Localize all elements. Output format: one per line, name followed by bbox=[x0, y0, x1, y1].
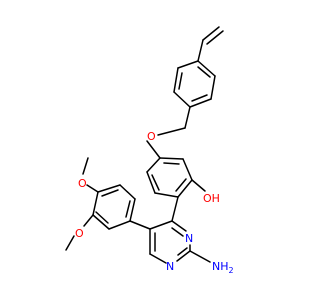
methoxy-lower-oxygen-label: O bbox=[75, 227, 84, 240]
pyrimidine-n3-label: N bbox=[185, 232, 193, 245]
ring-left-inner-bond bbox=[125, 200, 131, 218]
pyrimidine-inner-bond bbox=[171, 227, 184, 237]
methoxy-lower-methyl-bond bbox=[65, 235, 75, 251]
ring-left-inner-bond bbox=[101, 189, 119, 197]
ring-mid-bond bbox=[146, 157, 161, 173]
pyrimidine-bond bbox=[149, 253, 167, 264]
amine-bond bbox=[189, 250, 211, 263]
structure-diagram: O OH O O N N NH2 bbox=[65, 26, 234, 275]
methoxy-upper-oxygen-label: O bbox=[78, 177, 87, 190]
pyrimidine-inner-bond bbox=[177, 247, 188, 256]
ring-left-bond bbox=[97, 184, 121, 193]
biaryl-bond bbox=[171, 196, 179, 222]
ring-left-inner-bond bbox=[95, 211, 109, 224]
ring-mid-inner-bond bbox=[175, 178, 187, 192]
vinyl-double-bond bbox=[202, 26, 220, 41]
ring-left-bond bbox=[108, 220, 131, 230]
hydroxyl-bond bbox=[191, 179, 206, 192]
ring-left-bond bbox=[92, 214, 110, 230]
ring-top-bond bbox=[177, 60, 199, 69]
ring-top-bond bbox=[189, 98, 212, 108]
ring-top-inner-bond bbox=[178, 72, 183, 90]
methoxy-upper-methyl-bond bbox=[82, 157, 89, 175]
pyrimidine-bond bbox=[176, 250, 191, 262]
molecule-canvas: O OH O O N N NH2 bbox=[65, 26, 234, 275]
vinyl-single-bond bbox=[197, 39, 204, 62]
ring-top-inner-bond bbox=[197, 66, 211, 78]
ring-top-bond bbox=[210, 75, 216, 100]
hydroxyl-label: OH bbox=[203, 192, 220, 205]
ring-top-bond bbox=[197, 60, 216, 77]
ring-top-bond bbox=[173, 67, 179, 93]
ether-bond bbox=[157, 127, 186, 136]
ring-left-bond bbox=[92, 191, 99, 216]
ring-mid-bond bbox=[154, 192, 179, 198]
ring-top-bond bbox=[173, 91, 191, 108]
pyrimidine-bond bbox=[149, 220, 173, 230]
ring-mid-bond bbox=[182, 158, 193, 181]
ether-oxygen-label: O bbox=[147, 130, 156, 143]
benzyl-bond bbox=[184, 106, 191, 129]
ring-mid-inner-bond bbox=[151, 174, 160, 191]
ring-mid-bond bbox=[177, 179, 193, 198]
methoxy-lower-bond bbox=[83, 214, 94, 227]
bonds bbox=[65, 26, 224, 264]
ring-mid-inner-bond bbox=[163, 162, 180, 165]
pyrimidine-bond bbox=[171, 220, 187, 232]
ring-mid-bond bbox=[146, 171, 156, 194]
atom-labels: O OH O O N N NH2 bbox=[75, 130, 234, 275]
methoxy-upper-bond bbox=[86, 184, 99, 193]
aryl-bond bbox=[129, 220, 151, 230]
ring-top-inner-bond bbox=[191, 94, 208, 102]
vinyl-double-bond-inner bbox=[206, 30, 224, 45]
pyrimidine-n1-label: N bbox=[166, 260, 174, 273]
ring-left-bond bbox=[119, 184, 136, 200]
ether-to-ring-bond bbox=[146, 140, 161, 159]
ring-mid-bond bbox=[159, 157, 184, 160]
ring-left-bond bbox=[129, 198, 136, 222]
amine-label: NH2 bbox=[212, 260, 234, 275]
